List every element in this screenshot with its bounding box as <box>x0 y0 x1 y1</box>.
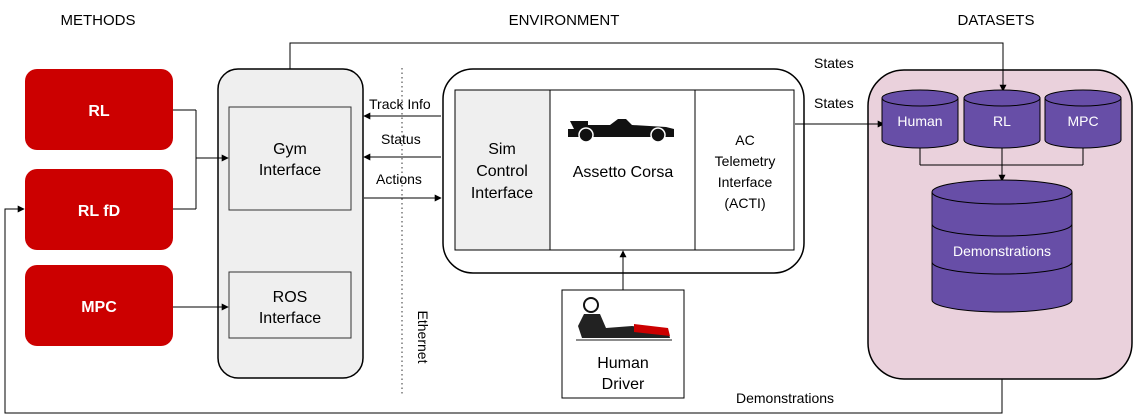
gym-interface-box <box>228 106 352 211</box>
states-top-label: States <box>814 55 854 71</box>
assetto-corsa-label: Assetto Corsa <box>573 164 674 181</box>
ros-interface-box <box>228 271 352 339</box>
gym-interface-label-1: Gym <box>273 141 307 158</box>
method-mpc-box <box>25 265 173 346</box>
methods-header: METHODS <box>61 12 136 29</box>
demonstrations-db <box>931 179 1073 313</box>
method-rl-box <box>25 69 173 150</box>
status-label: Status <box>381 131 421 147</box>
sim-control-interface-box <box>454 89 551 251</box>
human-driver-box <box>561 289 685 399</box>
states-top-arrow <box>289 42 1007 92</box>
acti-label-4: (ACTI) <box>724 195 765 211</box>
dataset-mpc-label: MPC <box>1067 113 1098 129</box>
method-mpc-label: MPC <box>81 299 117 316</box>
ros-interface-label-2: Interface <box>259 310 321 327</box>
human-driver-label-1: Human <box>597 355 649 372</box>
demonstrations-db-label: Demonstrations <box>953 243 1051 259</box>
states-label: States <box>814 95 854 111</box>
sim-control-label-3: Interface <box>471 185 533 202</box>
human-driver-label-2: Driver <box>602 376 645 393</box>
dataset-mpc-db <box>1044 89 1122 149</box>
dataset-human-label: Human <box>897 113 942 129</box>
dataset-human-db <box>881 89 959 149</box>
actions-label: Actions <box>376 171 422 187</box>
gym-interface-label-2: Interface <box>259 162 321 179</box>
method-rl-label: RL <box>88 103 110 120</box>
method-rl-fd-label: RL fD <box>78 203 120 220</box>
ros-interface-label-1: ROS <box>273 289 308 306</box>
dataset-rl-db <box>963 89 1041 149</box>
ethernet-label: Ethernet <box>415 311 431 364</box>
dataset-rl-label: RL <box>993 113 1011 129</box>
acti-label-1: AC <box>735 132 754 148</box>
datasets-header: DATASETS <box>958 12 1035 29</box>
race-car-icon <box>568 119 674 143</box>
method-rl-fd-box <box>25 169 173 250</box>
driver-sim-icon <box>576 297 672 341</box>
sim-control-label-1: Sim <box>488 141 516 158</box>
demonstrations-feedback-label: Demonstrations <box>736 390 834 406</box>
environment-header: ENVIRONMENT <box>509 12 620 29</box>
demonstrations-feedback-arrow <box>4 205 1003 414</box>
acti-label-3: Interface <box>718 174 773 190</box>
acti-label-2: Telemetry <box>715 153 776 169</box>
sim-control-label-2: Control <box>476 163 528 180</box>
track-info-label: Track Info <box>369 96 431 112</box>
